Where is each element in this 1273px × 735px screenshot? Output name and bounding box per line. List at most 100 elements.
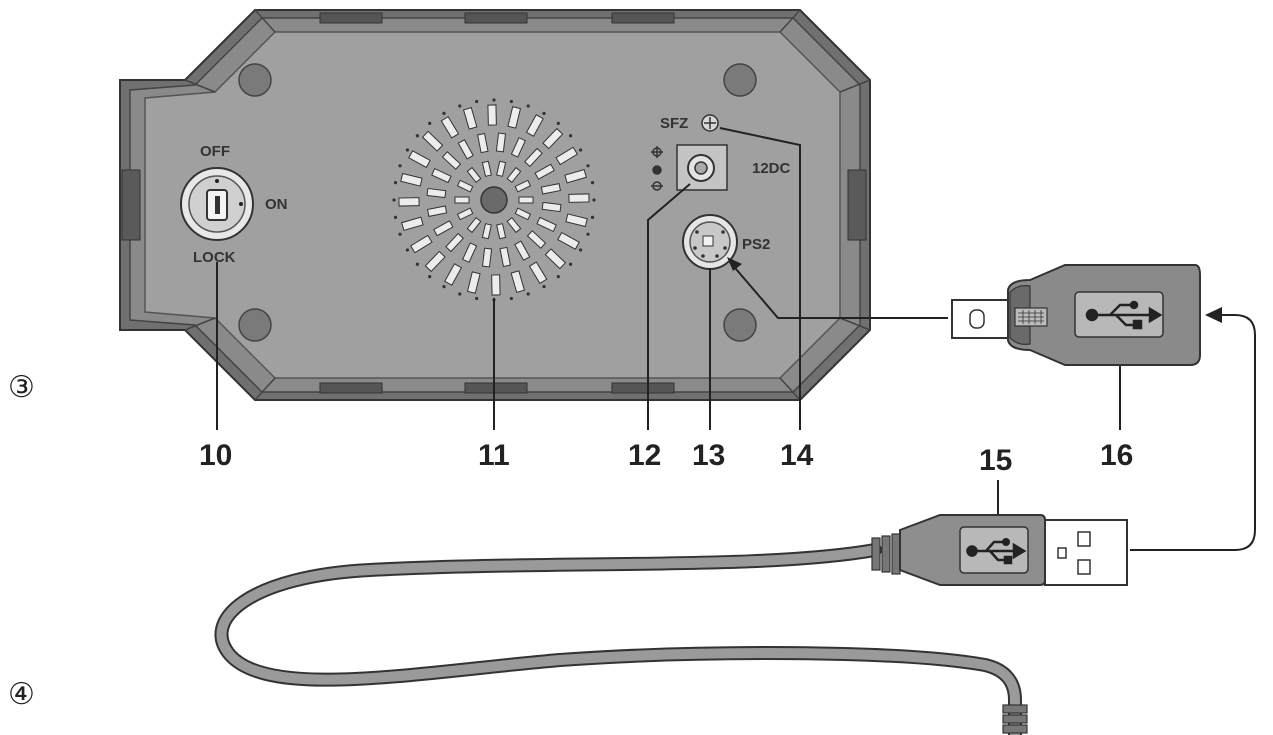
sfz-screw-icon [701,114,719,132]
speaker-grille-icon [392,98,596,302]
leader-14 [719,127,801,430]
grille-slot [421,130,444,152]
grille-slot [525,114,544,137]
grille-slot [540,183,562,195]
usb-symbol-icon [966,537,1027,565]
grille-dot [405,148,409,152]
grille-slot [408,150,431,169]
grille-slot [568,193,590,203]
grille-dot [415,134,419,138]
grille-dot [586,164,590,168]
grille-dot [492,98,496,102]
grille-slot [462,107,478,130]
grille-dot [509,99,513,104]
grille-slot [510,137,527,158]
grille-slot [518,196,534,204]
cable-loop [214,543,1022,735]
grille-slot [400,172,423,187]
grille-dot [579,248,583,252]
mounting-holes [238,63,757,342]
grille-slot [506,216,522,234]
usb-symbol-icon [1085,300,1163,330]
grille-dot [542,111,546,115]
grille-dot [569,134,573,138]
grille-dot [586,232,590,236]
grille-slot [514,207,532,221]
grille-slot [431,167,452,184]
callout-14: 14 [780,439,814,472]
grille-slot [495,132,507,153]
leader-12 [647,183,691,430]
callout-13: 13 [692,439,725,472]
callout-16: 16 [1100,439,1133,472]
callout-15: 15 [979,444,1012,477]
grille-dot [590,181,595,185]
grille-dot [509,296,513,301]
grille-slot [481,223,492,240]
grille-slot [565,213,588,228]
grille-slot [477,132,489,154]
power-jack-icon[interactable] [676,144,728,191]
grille-slot [426,205,448,217]
grille-dot [393,181,398,185]
usb-plug[interactable] [871,514,1128,586]
grille-slot [564,168,587,184]
switch-lock-label: LOCK [193,249,236,266]
grille-slot [424,250,446,273]
polarity-symbol-icon [651,146,663,191]
grille-dot [442,285,446,289]
usb-ps2-adapter[interactable] [951,264,1201,366]
callout-10: 10 [199,439,232,472]
vent-slots-top [319,12,675,24]
grille-dot [405,248,409,252]
vent-slots-bottom [319,382,675,394]
callout-11: 11 [478,439,510,472]
grille-slot [506,166,522,184]
grille-dot [458,104,462,108]
grille-slot [466,166,482,184]
grille-slot [461,242,478,263]
grille-slot [499,246,511,268]
ps2-connect-arrow [727,257,948,319]
grille-dot [526,292,530,296]
grille-slot [457,139,474,160]
grille-dot [428,121,432,125]
grille-slot [456,179,474,193]
grille-slot [514,179,532,193]
switch-on-label: ON [265,196,288,213]
usb-to-adapter-arrow [1130,307,1256,551]
grille-dot [579,148,583,152]
grille-slot [528,261,548,284]
leader-lines [216,127,1121,520]
grille-slot [536,216,557,233]
side-clip-left [121,169,141,241]
grille-dot [556,121,560,125]
switch-off-label: OFF [200,143,230,160]
grille-center [480,186,508,214]
grille-slot [410,234,433,254]
grille-slot [401,216,424,232]
grille-slot [496,223,507,240]
grille-dot [556,275,560,279]
grille-slot [426,187,447,199]
dc-input-label: 12DC [752,160,791,177]
grille-slot [542,127,564,150]
grille-dot [526,104,530,108]
sfz-label: SFZ [660,115,688,132]
step-marker-3: ③ [8,370,35,405]
grille-slot [466,271,481,294]
grille-slot [514,240,531,261]
grille-slot [557,231,580,250]
grille-slot [510,270,526,293]
grille-slot [534,163,555,180]
device-housing: OFF ON LOCK 12DC SFZ [119,9,871,401]
key-switch-icon[interactable] [180,167,254,241]
grille-slot [487,104,497,126]
grille-dot [542,285,546,289]
grille-dot [458,292,462,296]
grille-dot [569,262,573,266]
usb-cable [214,543,1028,735]
grille-slot [555,146,578,166]
grille-dot [442,111,446,115]
